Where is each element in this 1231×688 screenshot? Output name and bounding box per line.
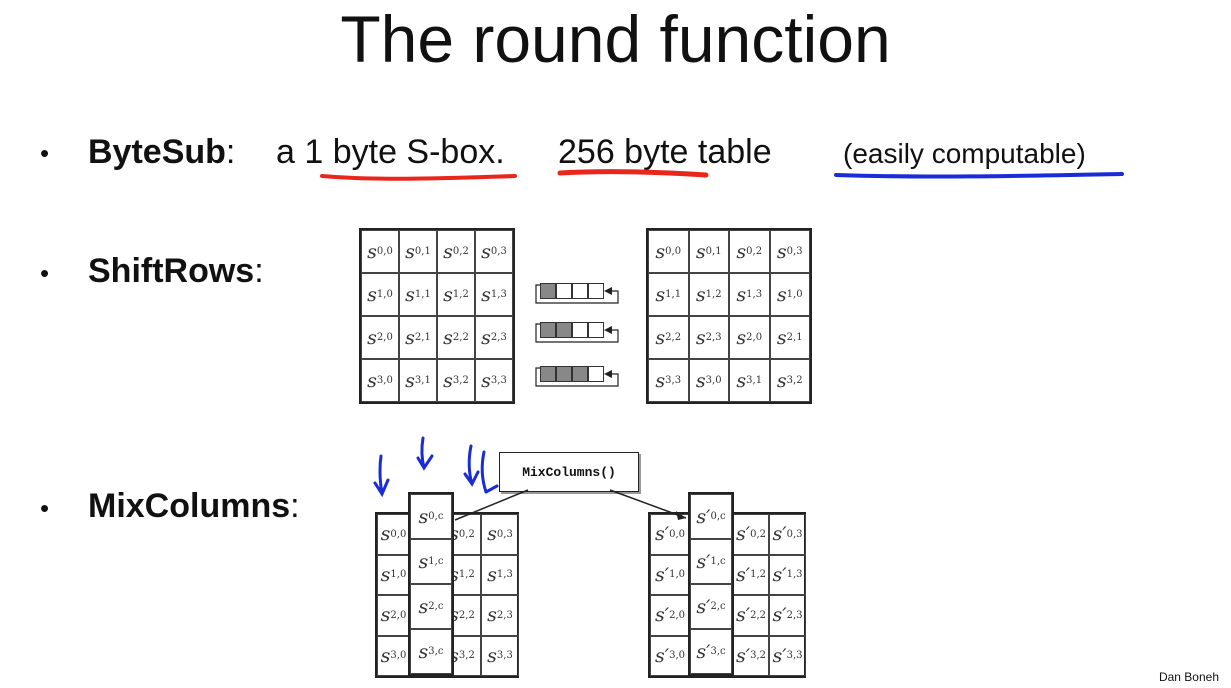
arrow-down-icon xyxy=(463,444,480,487)
shift-byte-box xyxy=(556,283,572,299)
red-underline-sbox xyxy=(320,174,517,181)
arrow-down-icon xyxy=(480,450,499,494)
shift-byte-box xyxy=(572,322,588,338)
mixcolumns-label: MixColumns: xyxy=(88,487,300,525)
arrowhead-icon xyxy=(676,511,686,520)
shift-row-indicator xyxy=(535,366,619,388)
state-cell: s′0,3 xyxy=(769,514,806,555)
rotate-left-arrow-icon xyxy=(535,367,619,387)
shift-byte-box xyxy=(556,366,572,382)
bytesub-note: (easily computable) xyxy=(843,138,1086,169)
shift-byte-box xyxy=(572,283,588,299)
state-cell: s′2,c xyxy=(690,584,732,629)
bytesub-desc-sbox: a 1 byte S-box. xyxy=(276,133,505,171)
shift-byte-box xyxy=(588,283,604,299)
bytesub-label: ByteSub: xyxy=(88,133,236,171)
shiftrows-label: ShiftRows: xyxy=(88,252,264,290)
shift-byte-box xyxy=(540,322,556,338)
mixcolumns-connector-in xyxy=(454,489,529,521)
author-footer: Dan Boneh xyxy=(1158,670,1219,684)
arrow-down-icon xyxy=(416,436,434,471)
mixcolumns-connector-out xyxy=(609,489,687,519)
shift-byte-box xyxy=(572,366,588,382)
state-cell: s′0,c xyxy=(690,494,732,539)
shift-byte-box xyxy=(540,283,556,299)
shift-byte-box xyxy=(588,322,604,338)
blue-underline-note xyxy=(834,172,1124,179)
page-title: The round function xyxy=(340,2,891,76)
bullet-dot-shiftrows: • xyxy=(40,258,50,288)
bytesub-desc-table: 256 byte table xyxy=(558,133,772,171)
state-cell: s′3,c xyxy=(690,629,732,674)
shift-row-indicator xyxy=(535,322,619,344)
shift-row-indicator xyxy=(535,283,619,305)
rotate-left-arrow-icon xyxy=(535,323,619,343)
shift-byte-box xyxy=(588,366,604,382)
mixcolumns-function-box: MixColumns() xyxy=(499,452,639,492)
state-cell: s′3,3 xyxy=(769,635,806,676)
state-cell: s′1,3 xyxy=(769,554,806,595)
state-cell: s′1,c xyxy=(690,539,732,584)
shift-byte-box xyxy=(540,366,556,382)
arrow-down-icon xyxy=(373,454,390,498)
shift-byte-box xyxy=(556,322,572,338)
state-cell: s′2,3 xyxy=(769,595,806,636)
red-underline-table xyxy=(557,169,709,178)
bullet-dot-bytesub: • xyxy=(40,138,50,168)
rotate-left-arrow-icon xyxy=(535,284,619,304)
bullet-dot-mixcolumns: • xyxy=(40,493,50,523)
